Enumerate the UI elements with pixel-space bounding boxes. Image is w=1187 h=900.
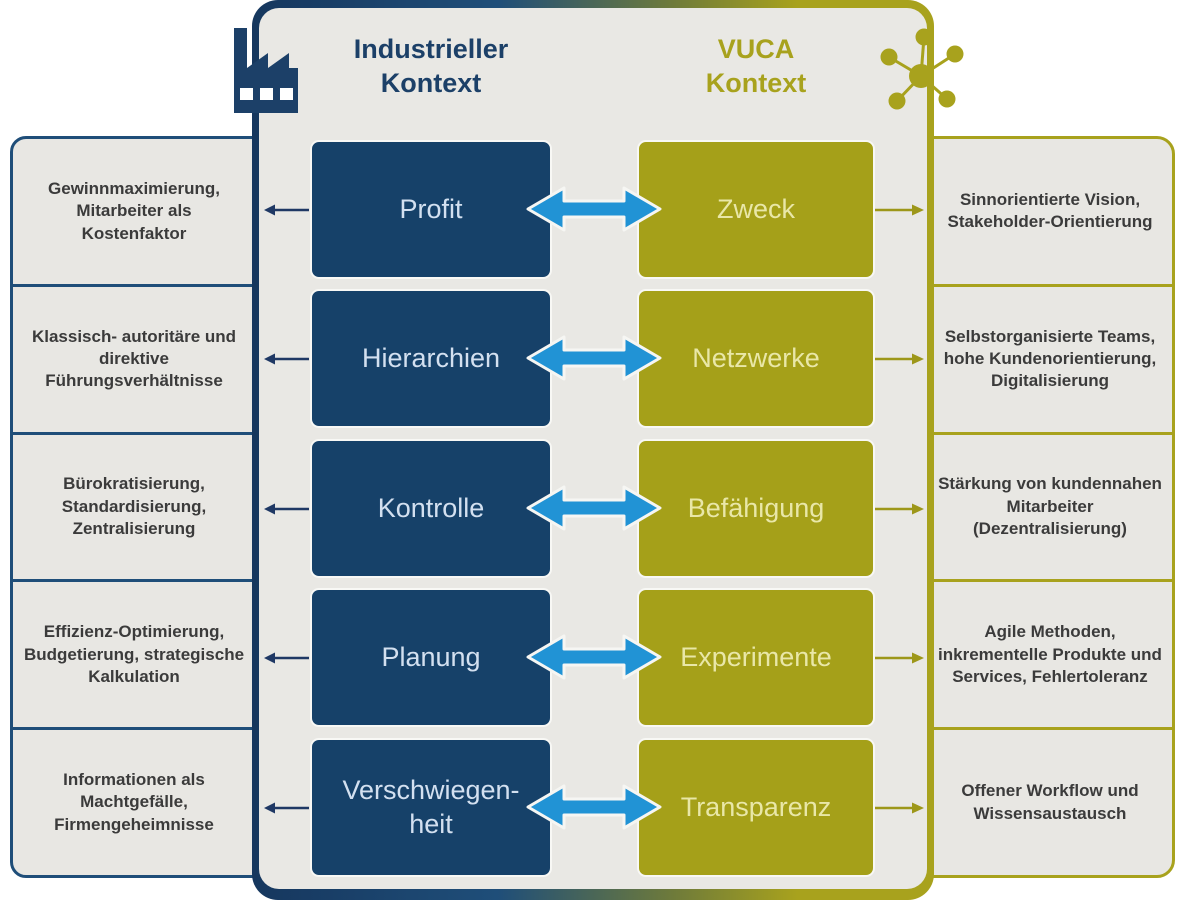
vuca-note-box: Sinnorientierte Vision, Stakeholder-Orie… (925, 136, 1175, 287)
industrial-note-box: Bürokratisierung, Standardisierung, Zent… (10, 431, 258, 583)
left-connector-arrow-icon (264, 204, 309, 216)
vuca-term-box: Zweck (637, 140, 875, 279)
vuca-term-box: Netzwerke (637, 289, 875, 428)
industrial-note-box: Gewinnmaximierung, Mitarbeiter als Koste… (10, 136, 258, 287)
industrial-note-box: Klassisch- autoritäre und direktive Führ… (10, 283, 258, 435)
industrial-term-box: Verschwiegen-heit (310, 738, 552, 877)
left-connector-arrow-icon (264, 503, 309, 515)
factory-icon (234, 28, 298, 113)
industrial-term-box: Profit (310, 140, 552, 279)
right-connector-arrow-icon (875, 204, 924, 216)
vuca-note-box: Agile Methoden, inkrementelle Produkte u… (925, 579, 1175, 731)
vuca-context-title: VUCA Kontext (705, 34, 807, 98)
double-arrow-icon (526, 634, 662, 680)
vuca-notes-panel: Sinnorientierte Vision, Stakeholder-Orie… (925, 136, 1175, 878)
industrial-note-box: Effizienz-Optimierung, Budgetierung, str… (10, 579, 258, 731)
right-connector-arrow-icon (875, 353, 924, 365)
double-arrow-icon (526, 485, 662, 531)
vuca-note-box: Offener Workflow und Wissensaustausch (925, 727, 1175, 878)
right-connector-arrow-icon (875, 652, 924, 664)
industrial-term-box: Hierarchien (310, 289, 552, 428)
industrial-context-title: Industrieller Kontext (353, 34, 509, 98)
industrial-notes-panel: Gewinnmaximierung, Mitarbeiter als Koste… (10, 136, 258, 878)
left-connector-arrow-icon (264, 802, 309, 814)
vuca-term-box: Experimente (637, 588, 875, 727)
vuca-term-box: Transparenz (637, 738, 875, 877)
right-connector-arrow-icon (875, 503, 924, 515)
double-arrow-icon (526, 335, 662, 381)
left-connector-arrow-icon (264, 353, 309, 365)
left-connector-arrow-icon (264, 652, 309, 664)
network-icon (880, 28, 964, 110)
industrial-note-box: Informationen als Machtgefälle, Firmenge… (10, 727, 258, 878)
industrial-term-box: Planung (310, 588, 552, 727)
vuca-term-box: Befähigung (637, 439, 875, 578)
industrial-term-box: Kontrolle (310, 439, 552, 578)
double-arrow-icon (526, 186, 662, 232)
vuca-note-box: Selbstorganisierte Teams, hohe Kundenori… (925, 283, 1175, 435)
right-connector-arrow-icon (875, 802, 924, 814)
vuca-note-box: Stärkung von kundennahen Mitarbeiter (De… (925, 431, 1175, 583)
double-arrow-icon (526, 784, 662, 830)
